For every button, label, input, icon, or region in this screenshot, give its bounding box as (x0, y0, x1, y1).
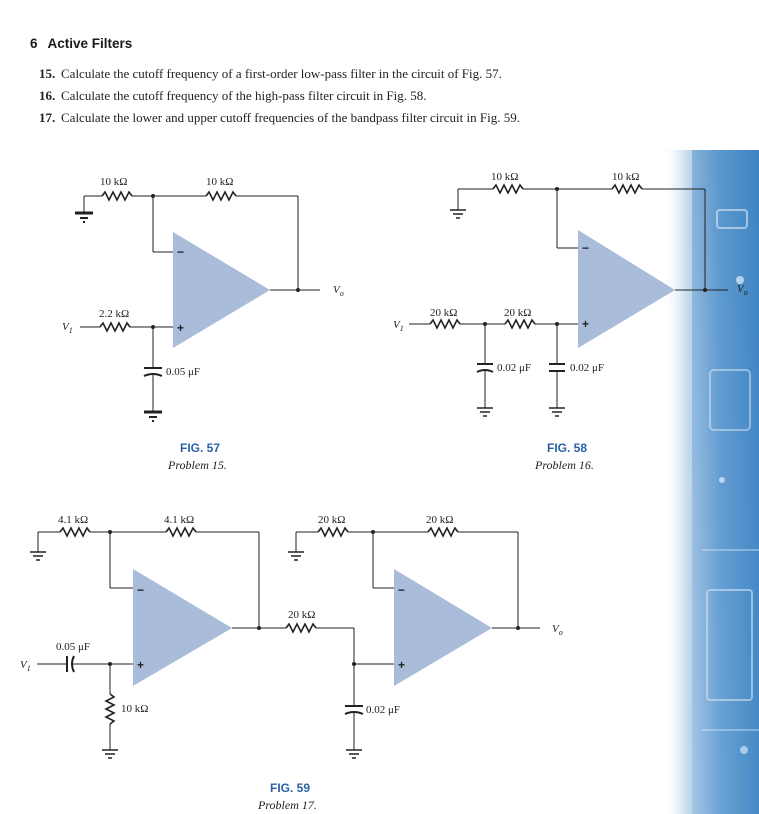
op-amp-icon (173, 232, 270, 348)
resistor-icon (611, 183, 643, 195)
junction-dot (516, 626, 520, 630)
capacitor-label: 0.02 μF (570, 362, 604, 374)
capacitor-icon (549, 363, 565, 372)
figure-subcaption: Problem 16. (534, 458, 594, 472)
fig57-circuit: − + Vo V1 10 kΩ 10 kΩ 2.2 kΩ (62, 176, 344, 472)
ground-icon (30, 551, 46, 561)
output-label: Vo (552, 623, 563, 637)
ground-icon (144, 410, 162, 422)
figure-caption: FIG. 58 (547, 441, 587, 455)
problem-text: Calculate the cutoff frequency of the hi… (61, 88, 427, 103)
resistor-label: 4.1 kΩ (58, 514, 88, 526)
inverting-pin-label: − (137, 583, 144, 597)
decorative-circuit-board-panel (662, 150, 759, 814)
resistor-label: 20 kΩ (318, 514, 345, 526)
noninverting-pin-label: + (582, 317, 589, 331)
problem-15: 15. Calculate the cutoff frequency of a f… (39, 66, 502, 82)
resistor-label: 2.2 kΩ (99, 308, 129, 320)
ground-icon (450, 209, 466, 219)
fig59-circuit: − + V1 (20, 514, 563, 812)
op-amp-icon (133, 569, 232, 686)
capacitor-icon (66, 655, 75, 673)
resistor-icon (205, 190, 237, 202)
output-label: Vo (333, 284, 344, 298)
capacitor-label: 0.02 μF (366, 704, 400, 716)
problem-number: 17. (39, 110, 56, 125)
ground-icon (288, 551, 304, 561)
resistor-icon (101, 190, 133, 202)
resistor-label: 20 kΩ (430, 307, 457, 319)
figure-subcaption: Problem 17. (257, 798, 317, 812)
capacitor-label: 0.02 μF (497, 362, 531, 374)
ground-icon (346, 749, 362, 759)
junction-dot (257, 626, 261, 630)
inverting-pin-label: − (398, 583, 405, 597)
resistor-icon (285, 622, 317, 634)
capacitor-label: 0.05 μF (166, 366, 200, 378)
resistor-label: 20 kΩ (426, 514, 453, 526)
fig58-circuit: − + Vo V1 (393, 171, 748, 472)
resistor-label: 10 kΩ (100, 176, 127, 188)
resistor-label: 10 kΩ (121, 703, 148, 715)
section-heading: 6 Active Filters (30, 36, 132, 51)
junction-dot (703, 288, 707, 292)
resistor-icon (99, 321, 131, 333)
resistor-label: 10 kΩ (206, 176, 233, 188)
ground-icon (102, 749, 118, 759)
output-label: Vo (737, 283, 748, 297)
resistor-icon (504, 318, 536, 330)
resistor-icon (492, 183, 524, 195)
inverting-pin-label: − (582, 241, 589, 255)
problem-text: Calculate the cutoff frequency of a firs… (61, 66, 502, 81)
resistor-icon (427, 526, 459, 538)
problem-number: 16. (39, 88, 56, 103)
figure-caption: FIG. 59 (270, 781, 310, 795)
resistor-icon (165, 526, 197, 538)
noninverting-pin-label: + (177, 321, 184, 335)
resistor-label: 4.1 kΩ (164, 514, 194, 526)
problem-number: 15. (39, 66, 56, 81)
problem-17: 17. Calculate the lower and upper cutoff … (39, 110, 520, 126)
problem-16: 16. Calculate the cutoff frequency of the… (39, 88, 426, 104)
op-amp-icon (578, 230, 675, 348)
resistor-label: 20 kΩ (288, 609, 315, 621)
noninverting-pin-label: + (137, 658, 144, 672)
section-number: 6 (30, 36, 38, 51)
section-title: Active Filters (47, 36, 133, 51)
resistor-icon (429, 318, 461, 330)
ground-icon (549, 407, 565, 417)
resistor-label: 20 kΩ (504, 307, 531, 319)
input-label: V1 (393, 319, 404, 333)
op-amp-icon (394, 569, 492, 686)
resistor-icon (59, 526, 91, 538)
resistor-icon (104, 693, 116, 725)
resistor-label: 10 kΩ (491, 171, 518, 183)
resistor-label: 10 kΩ (612, 171, 639, 183)
input-label: V1 (62, 321, 73, 335)
input-label: V1 (20, 659, 31, 673)
inverting-pin-label: − (177, 245, 184, 259)
noninverting-pin-label: + (398, 658, 405, 672)
figure-caption: FIG. 57 (180, 441, 220, 455)
ground-icon (477, 407, 493, 417)
junction-dot (296, 288, 300, 292)
problem-text: Calculate the lower and upper cutoff fre… (61, 110, 520, 125)
capacitor-label: 0.05 μF (56, 641, 90, 653)
resistor-icon (317, 526, 349, 538)
figure-subcaption: Problem 15. (167, 458, 227, 472)
ground-icon (75, 211, 93, 223)
